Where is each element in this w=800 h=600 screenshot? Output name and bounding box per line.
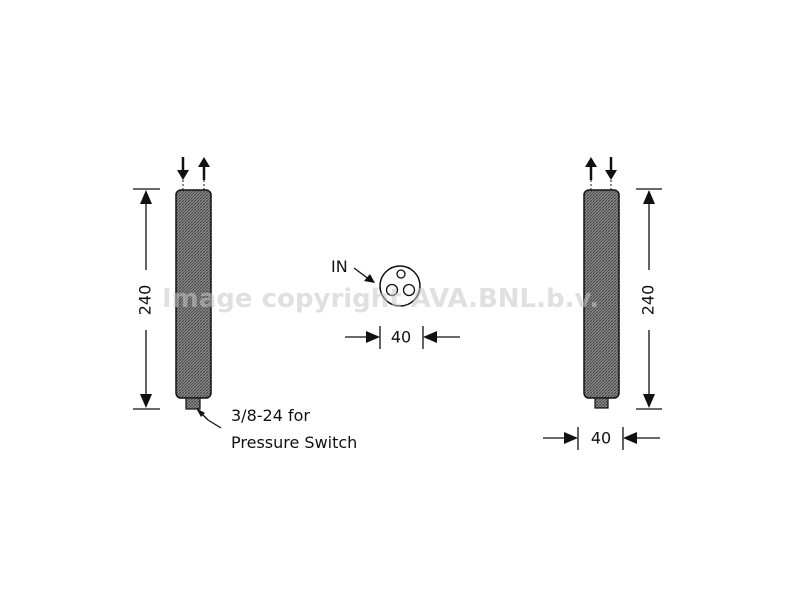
- inlet-label: IN: [331, 257, 348, 276]
- top-view-diameter-label: 40: [391, 328, 411, 347]
- port-note-line2: Pressure Switch: [231, 433, 357, 452]
- left-pressure-switch-port: [185, 397, 201, 410]
- right-flow-arrows: [585, 157, 617, 190]
- left-flow-arrows: [177, 157, 210, 190]
- right-diameter-label: 40: [591, 429, 611, 448]
- top-view-port-left: [385, 283, 399, 297]
- right-height-label: 240: [639, 285, 658, 316]
- port-note-leader: [196, 408, 222, 429]
- right-dryer: 240 40: [543, 157, 662, 450]
- left-dryer: 240 3/8-24 for Pressure Switch: [133, 157, 357, 452]
- top-view-port-right: [402, 283, 416, 297]
- right-diameter-dimension: [543, 427, 660, 450]
- copyright-watermark: Image copyright AVA.BNL.b.v.: [162, 284, 599, 314]
- right-height-dimension: [636, 188, 662, 410]
- top-view-port-upper: [396, 269, 406, 279]
- right-dryer-fitting: [594, 397, 609, 409]
- left-height-label: 240: [136, 285, 155, 316]
- inlet-arrow: [353, 267, 375, 283]
- left-height-dimension: [133, 188, 160, 410]
- port-note-line1: 3/8-24 for: [231, 406, 310, 425]
- top-view: IN 40: [331, 257, 460, 349]
- top-view-diameter-dimension: [345, 326, 460, 349]
